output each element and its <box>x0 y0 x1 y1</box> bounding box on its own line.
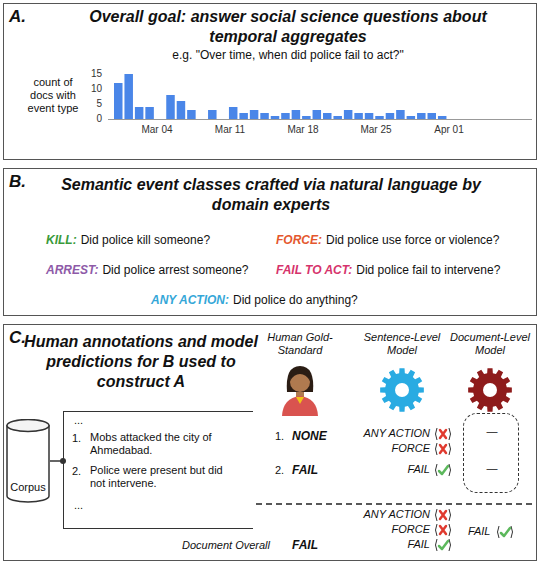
bar <box>333 116 342 119</box>
bar <box>386 113 395 119</box>
bar <box>166 95 175 119</box>
bar <box>271 116 280 119</box>
panel-title: Semantic event classes crafted via natur… <box>56 175 486 215</box>
gold-label: FAIL <box>292 538 318 552</box>
gold-label: FAIL <box>292 463 318 477</box>
panel-box: Corpus... 1. Mobs attacked the city of Ahm… <box>3 324 537 561</box>
predicted-class: FAIL <box>350 538 430 551</box>
panel-box: B. Semantic event classes crafted via nat… <box>3 168 537 316</box>
axis-tick: 10 <box>84 83 102 95</box>
predicted-class: FAIL <box>468 525 490 538</box>
bar <box>407 116 416 119</box>
axis-tick: Mar 11 <box>205 124 255 136</box>
node-text: 2. <box>72 465 81 478</box>
node-text: Police were present but did not interven… <box>90 464 240 490</box>
bar <box>354 113 363 119</box>
document-box: ... 1. Mobs attacked the city of Ahmedabad… <box>63 411 253 529</box>
column-header: Sentence-Level Model <box>359 331 445 357</box>
node-text: — <box>464 425 520 438</box>
gold-label: NONE <box>292 429 327 443</box>
event-class-question: Did police kill someone? <box>81 233 210 247</box>
axis-tick: 0 <box>84 113 102 125</box>
event-class-question: Did police use force or violence? <box>326 233 499 247</box>
row-number: 2. <box>275 464 284 477</box>
event-class-question: Did police arrest someone? <box>102 263 248 277</box>
separator-line <box>256 503 533 505</box>
bar <box>208 110 217 119</box>
bar-chart <box>108 74 532 120</box>
panel-letter: C. <box>9 328 26 348</box>
event-class-name: FORCE: <box>276 233 322 247</box>
x-axis <box>108 119 532 120</box>
event-class-name: ANY ACTION: <box>151 293 229 307</box>
predicted-class: FORCE <box>350 442 430 455</box>
event-class-name: KILL: <box>46 233 77 247</box>
bar <box>281 113 290 119</box>
predicted-class: FAIL <box>350 463 430 476</box>
axis-label: count of docs with event type <box>22 76 84 116</box>
node-text: 1. <box>72 432 81 445</box>
axis-tick: Mar 18 <box>278 124 328 136</box>
predicted-class: FORCE <box>350 523 430 536</box>
event-class-name: ARREST: <box>46 263 98 277</box>
event-class-question: Did police do anything? <box>233 293 358 307</box>
axis-tick: Apr 01 <box>424 124 474 136</box>
predicted-class: ANY ACTION <box>350 427 430 440</box>
status-icons <box>436 428 513 551</box>
panel-box: A. Overall goal: answer social science qu… <box>3 3 537 160</box>
bar <box>292 110 301 119</box>
bar <box>239 113 248 119</box>
panel-title: Human annotations and model predictions … <box>23 332 259 392</box>
bar <box>177 101 186 119</box>
panel-title: Overall goal: answer social science ques… <box>88 7 488 47</box>
bar <box>124 74 133 119</box>
bar <box>323 113 332 119</box>
node-text: ... <box>74 414 83 427</box>
bar <box>417 113 426 119</box>
bar <box>344 110 353 119</box>
bar <box>375 116 384 119</box>
bar <box>250 110 259 119</box>
bar <box>313 110 322 119</box>
bar <box>187 110 196 119</box>
bar <box>302 116 311 119</box>
panel-letter: A. <box>9 7 26 27</box>
row-number: 1. <box>275 430 284 443</box>
axis-tick: 5 <box>84 98 102 110</box>
bar <box>114 83 123 119</box>
corpus-cylinder: Corpus <box>6 419 50 503</box>
bar <box>428 113 437 119</box>
bar <box>219 119 228 120</box>
bar <box>260 113 269 119</box>
bar <box>145 107 154 119</box>
node-text: Mobs attacked the city of Ahmedabad. <box>90 431 230 457</box>
event-class-name: FAIL TO ACT: <box>276 263 352 277</box>
predicted-class: ANY ACTION <box>350 508 430 521</box>
column-header: Document-Level Model <box>447 331 533 357</box>
node-text: ... <box>74 499 83 512</box>
gear-icon <box>380 368 424 412</box>
bar <box>198 119 207 120</box>
panel-letter: B. <box>9 172 26 192</box>
node-text: — <box>464 462 520 475</box>
bar <box>438 116 447 119</box>
bar <box>229 107 238 119</box>
column-header: Human Gold-Standard <box>258 331 342 357</box>
example-question: e.g. "Over time, when did police fail to… <box>88 48 488 62</box>
axis-tick: Mar 25 <box>351 124 401 136</box>
axis-tick: 15 <box>84 68 102 80</box>
gear-icon <box>468 368 512 412</box>
bar <box>156 119 165 120</box>
event-class-question: Did police fail to intervene? <box>356 263 500 277</box>
bar <box>135 107 144 119</box>
prediction-box: —— <box>463 413 519 493</box>
node-text: Corpus <box>6 481 50 494</box>
axis-tick: Mar 04 <box>132 124 182 136</box>
bar <box>396 110 405 119</box>
human-icon <box>282 366 318 416</box>
bar <box>365 113 374 119</box>
row-label: Document Overall <box>160 539 270 552</box>
